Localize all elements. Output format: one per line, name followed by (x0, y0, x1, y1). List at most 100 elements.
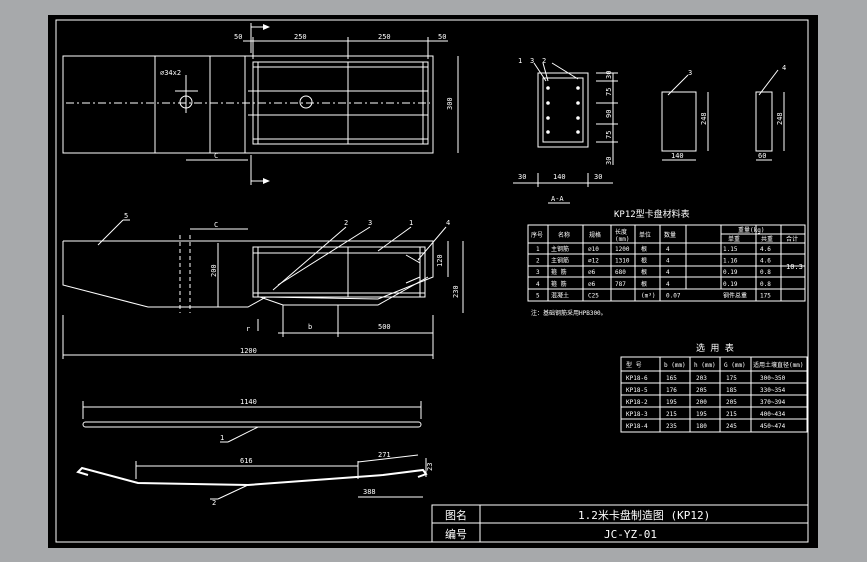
bolt-hole-right (299, 95, 313, 109)
mt-weight-sum: 合计 (786, 235, 798, 243)
material-cell: 4 (666, 281, 670, 288)
material-cell: 4.6 (760, 246, 771, 253)
usage-cell: 185 (726, 387, 737, 394)
usage-cell: 215 (666, 411, 677, 418)
material-cell: ∅10 (588, 246, 599, 253)
sec-callout-1: 1 (518, 57, 522, 65)
usage-cell: 195 (696, 411, 707, 418)
elevation-view: 5 2 3 1 4 C 200 120 230 r b 500 1200 (62, 212, 464, 359)
material-cell: 混凝土 (551, 291, 569, 299)
material-cell: ∅6 (588, 281, 596, 288)
material-cell: 175 (760, 292, 771, 299)
elev-dim-200: 200 (210, 264, 218, 277)
sec-dim-r1: 30 (605, 71, 613, 79)
elev-dim-120: 120 (436, 254, 444, 267)
mt-weight-total: 共重 (761, 235, 773, 243)
sec-dim-b3: 30 (594, 173, 602, 181)
material-cell: C25 (588, 292, 599, 299)
sec-callout-2: 2 (542, 57, 546, 65)
sec-dim-r4: 75 (605, 131, 613, 139)
plan-dim-right: 300 (446, 97, 454, 110)
usage-cell: KP18-3 (626, 411, 648, 418)
mt-head-5: 数量 (664, 231, 676, 239)
usage-cell: 203 (696, 375, 707, 382)
usage-cell: 200 (696, 399, 707, 406)
mt-head-0: 序号 (531, 231, 543, 239)
bar-2-right: 23 (426, 463, 434, 471)
elev-callout-2: 2 (344, 219, 348, 227)
material-cell: 5 (536, 292, 540, 299)
elev-dim-230: 230 (452, 285, 460, 298)
material-cell: 1.15 (723, 246, 738, 253)
material-cell: 4 (666, 269, 670, 276)
usage-cell: 450~474 (760, 423, 786, 430)
usage-cell: 400~434 (760, 411, 786, 418)
elev-callout-3: 3 (368, 219, 372, 227)
part-4-height: 248 (776, 112, 784, 125)
material-cell: ∅12 (588, 258, 599, 265)
elev-dim-500: 500 (378, 323, 391, 331)
material-cell: 1 (536, 246, 540, 253)
plan-dim-3: 250 (378, 33, 391, 41)
section-label: A-A (551, 195, 564, 203)
material-cell: 4.6 (760, 258, 771, 265)
bar-1-shape (82, 421, 422, 428)
sec-dim-r5: 30 (605, 157, 613, 165)
material-cell: 箍 筋 (551, 280, 567, 288)
elev-dim-c: C (214, 221, 218, 229)
material-cell: 根 (641, 268, 647, 276)
usage-cell: 330~354 (760, 387, 786, 394)
sec-dim-b1: 30 (518, 173, 526, 181)
plan-dim-1: 50 (234, 33, 242, 41)
material-cell: 根 (641, 257, 647, 265)
usage-table-title: 选 用 表 (696, 342, 734, 354)
elev-dim-total: 1200 (240, 347, 257, 355)
title-block: 图名 编号 1.2米卡盘制造图 (KP12) JC-YZ-01 (431, 504, 809, 543)
material-cell: 0.07 (666, 292, 681, 299)
usage-cell: KP18-2 (626, 399, 648, 406)
material-cell: 4 (666, 246, 670, 253)
bar-2-center: 616 (240, 457, 253, 465)
usage-cell: 215 (726, 411, 737, 418)
plan-dim-c: C (214, 152, 218, 160)
elev-callout-5: 5 (124, 212, 128, 220)
usage-cell: KP18-6 (626, 375, 648, 382)
material-cell: 0.19 (723, 269, 738, 276)
sec-dim-r3: 90 (605, 110, 613, 118)
usage-table: 选 用 表 型 号 b (mm) h (mm) G (mm) 适用土壤直径(mm… (620, 342, 808, 433)
material-cell: 0.8 (760, 281, 771, 288)
material-cell: (m³) (641, 292, 655, 299)
material-cell: 钢件总重 (723, 291, 747, 299)
bar-2-bottom: 388 (363, 488, 376, 496)
bar-2-label: 2 (212, 499, 216, 507)
elev-dim-r: r (246, 325, 250, 333)
sec-dim-r2: 75 (605, 88, 613, 96)
material-cell: 主钢筋 (551, 257, 569, 265)
usage-cell: 175 (726, 375, 737, 382)
usage-cell: 245 (726, 423, 737, 430)
part-3-width: 140 (671, 152, 684, 160)
bar-1-length: 1140 (240, 398, 257, 406)
part-3-height: 248 (700, 112, 708, 125)
plan-dim-2: 250 (294, 33, 307, 41)
ut-head-4: 适用土壤直径(mm) (753, 361, 803, 369)
material-table: KP12型卡盘材料表 序号 名称 规格 长度 (mm) 单位 数量 重量(kg)… (527, 208, 806, 317)
bar-2-end: 271 (378, 451, 391, 459)
bar-1-label: 1 (220, 434, 224, 442)
mt-head-1: 名称 (558, 231, 570, 239)
mt-grand-total: 10.3 (786, 263, 803, 271)
drawing-number: JC-YZ-01 (604, 528, 657, 541)
ut-head-3: G (mm) (724, 362, 746, 369)
usage-cell: 195 (666, 399, 677, 406)
usage-cell: KP18-5 (626, 387, 648, 394)
plan-view: ∅34x2 50 250 250 50 300 C (62, 23, 459, 185)
plan-dim-4: 50 (438, 33, 446, 41)
material-cell: 787 (615, 281, 626, 288)
material-cell: 3 (536, 269, 540, 276)
material-cell: 根 (641, 245, 647, 253)
usage-cell: 180 (696, 423, 707, 430)
usage-cell: 235 (666, 423, 677, 430)
drawing-title: 1.2米卡盘制造图 (KP12) (578, 508, 710, 522)
material-cell: 4 (666, 258, 670, 265)
